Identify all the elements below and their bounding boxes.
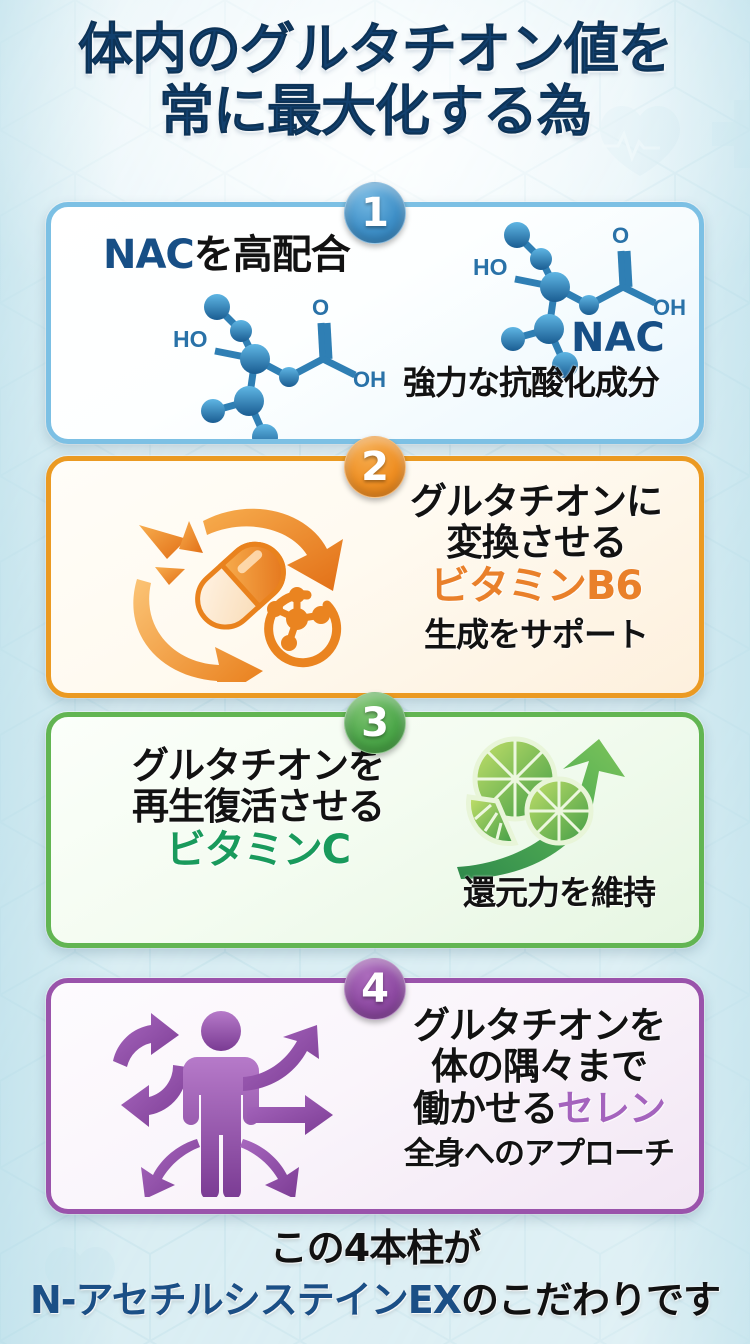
step-badge-1: 1 — [344, 182, 406, 244]
card4-caption: 全身へのアプローチ — [404, 1136, 675, 1173]
footer-line-2: N-アセチルシステインEXのこだわりです — [0, 1274, 750, 1326]
feature-card-selenium: グルタチオンを 体の隅々まで 働かせるセレン 全身へのアプローチ — [46, 978, 704, 1214]
card1-title-primary: NAC — [103, 232, 195, 278]
atom-label-ho: HO — [173, 326, 208, 352]
card4-line-2: 体の隅々まで — [431, 1045, 648, 1089]
card4-text-block: グルタチオンを 体の隅々まで 働かせるセレン 全身へのアプローチ — [383, 1005, 695, 1172]
step-badge-2: 2 — [344, 436, 406, 498]
atom-label-o: O — [312, 295, 329, 320]
page-title: 体内のグルタチオン値を 常に最大化する為 — [0, 17, 750, 143]
card1-caption: 強力な抗酸化成分 — [403, 363, 660, 402]
brand-name: N-アセチルシステインEX — [29, 1278, 462, 1322]
card2-line-1: グルタチオンに — [410, 480, 663, 523]
card4-line-1: グルタチオンを — [413, 1004, 666, 1047]
atom-label-oh: OH — [353, 367, 386, 392]
card3-caption: 還元力を維持 — [463, 873, 656, 912]
footer-message: この4本柱が N-アセチルシステインEXのこだわりです — [0, 1222, 750, 1326]
card2-caption: 生成をサポート — [424, 614, 649, 654]
card4-line-3: 働かせるセレン — [383, 1088, 695, 1129]
molecule-icon: HO O OH — [473, 222, 686, 378]
card3-line-2: 再生復活させる — [132, 785, 385, 829]
card3-highlight: ビタミンC — [165, 826, 351, 873]
card4-highlight: セレン — [557, 1086, 666, 1130]
step-badge-3: 3 — [344, 692, 406, 754]
headline-line-1: 体内のグルタチオン値を — [77, 17, 674, 81]
card1-title-rest: を高配合 — [193, 232, 351, 278]
card2-line-2: 変換させる — [446, 521, 627, 565]
headline-line-2: 常に最大化する為 — [158, 79, 593, 143]
molecule-name-label: NAC — [571, 315, 665, 361]
citrus-arrow-icon — [457, 736, 625, 879]
card3-text-block: グルタチオンを 再生復活させる ビタミンC — [93, 745, 423, 873]
card4-line-3-prefix: 働かせる — [413, 1086, 558, 1130]
atom-label-oh: OH — [653, 295, 686, 320]
body-distribution-icon — [113, 1011, 333, 1197]
card2-text-block: グルタチオンに 変換させる ビタミンB6 生成をサポート — [381, 481, 691, 654]
atom-label-ho: HO — [473, 254, 508, 280]
molecule-icon: HO O OH — [173, 294, 386, 439]
footer-line-1: この4本柱が — [269, 1226, 481, 1270]
footer-line-2-suffix: のこだわりです — [461, 1278, 721, 1322]
card1-title: NACを高配合 — [103, 232, 351, 278]
card2-highlight: ビタミンB6 — [429, 562, 643, 609]
card3-line-1: グルタチオンを — [132, 744, 385, 787]
step-badge-4: 4 — [344, 958, 406, 1020]
capsule-cycle-icon — [133, 508, 343, 682]
atom-label-o: O — [612, 223, 629, 248]
